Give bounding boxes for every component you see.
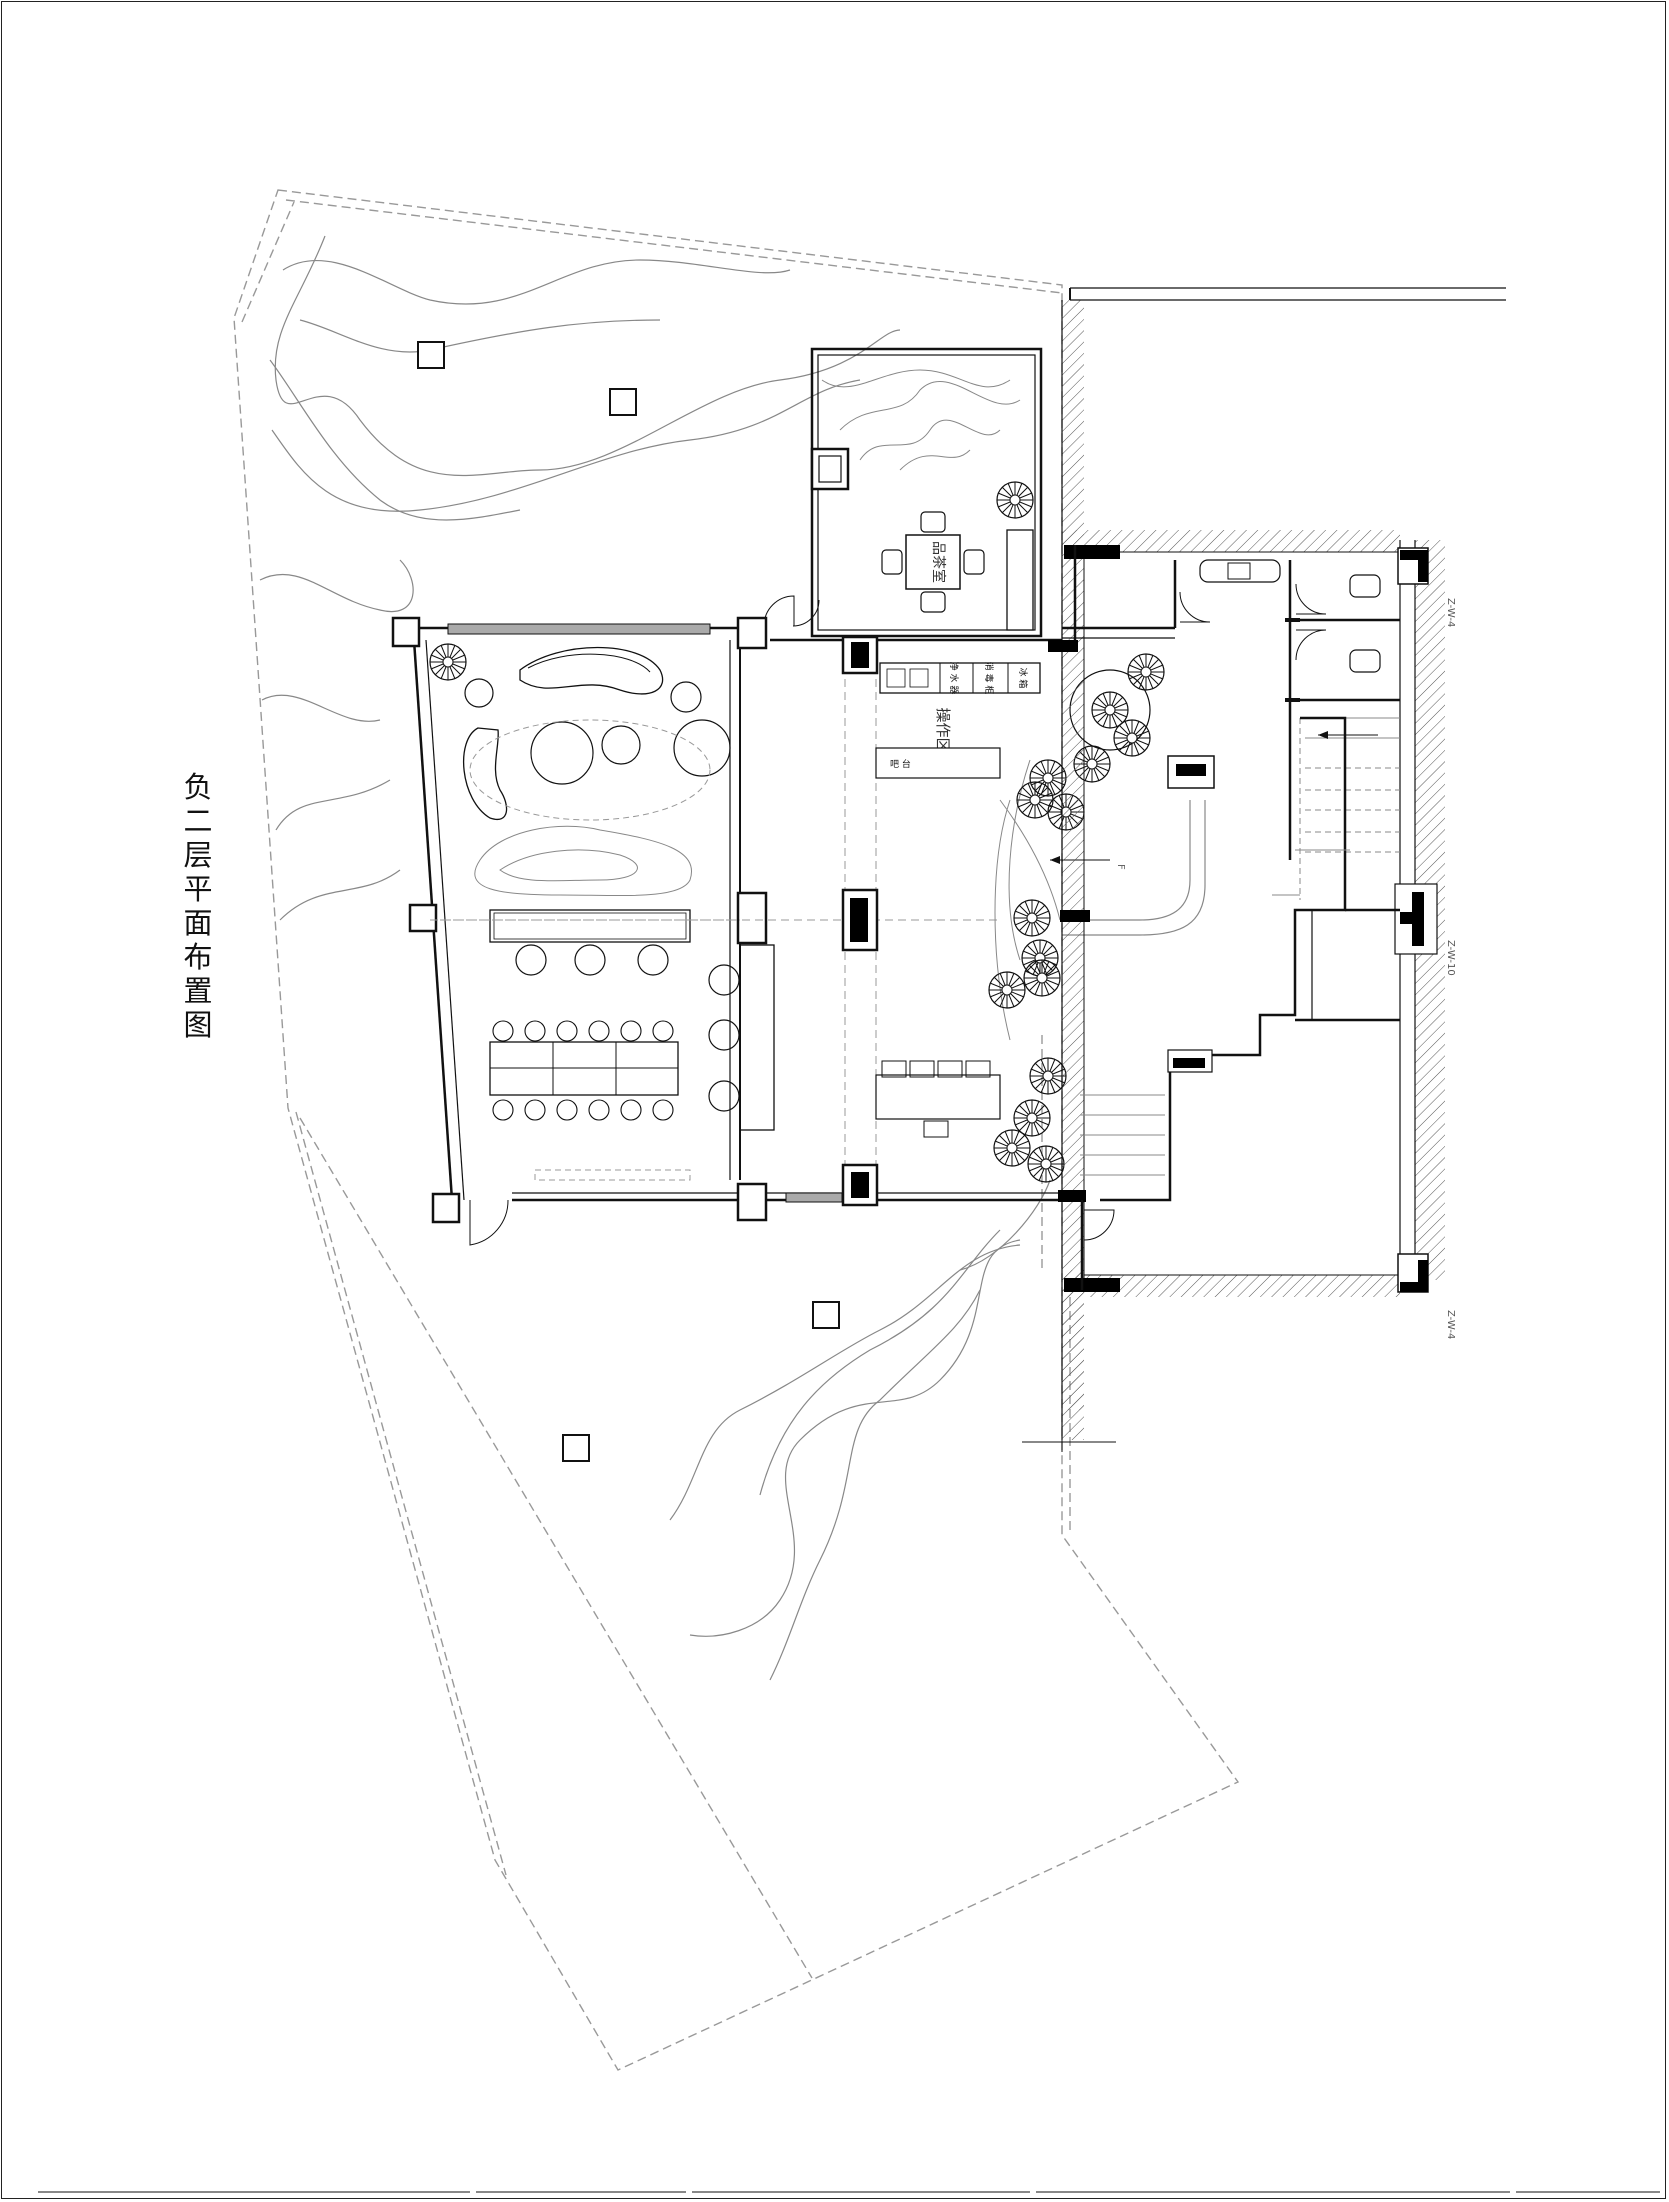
- counter-label: 冰 箱: [1017, 668, 1029, 689]
- counter-label: 净 水 器: [948, 662, 960, 695]
- title-char: 置: [183, 974, 213, 1008]
- drawing-title: 负 二 层 平 面 布 置 图: [178, 770, 218, 1042]
- counter-label: 消 毒 柜: [983, 662, 995, 695]
- title-char: 二: [183, 804, 213, 838]
- tea-room-label: 品茶室: [930, 541, 947, 583]
- central-zone: 净 水 器 消 毒 柜 冰 箱 操作区 吧 台: [430, 635, 1062, 1207]
- elevation-mark: Z-W-4: [1445, 598, 1456, 627]
- title-char: 层: [183, 838, 213, 872]
- left-hall: [391, 616, 775, 1246]
- elevation-mark: Z-W-4: [1445, 1310, 1456, 1339]
- meeting-table: [489, 1020, 679, 1121]
- site-boundary: [233, 189, 1240, 2071]
- right-wing: Z-W-4 Z-W-10 Z-W-4: [1022, 287, 1506, 1452]
- title-char: 平: [183, 872, 213, 906]
- title-char: 负: [183, 770, 213, 804]
- tea-room: 品茶室: [763, 347, 1043, 638]
- elevation-mark: Z-W-10: [1445, 940, 1456, 976]
- operation-area-label: 操作区: [934, 707, 952, 752]
- stairs: [1080, 717, 1400, 1176]
- courtyard: F: [988, 653, 1215, 1183]
- title-char: 面: [183, 906, 213, 940]
- site-columns: [417, 341, 840, 1462]
- bar-label: 吧 台: [890, 758, 911, 770]
- title-char: 布: [183, 940, 213, 974]
- svg-text:F: F: [1115, 864, 1126, 870]
- title-char: 图: [183, 1008, 213, 1042]
- landscape-contours: [259, 235, 1051, 1681]
